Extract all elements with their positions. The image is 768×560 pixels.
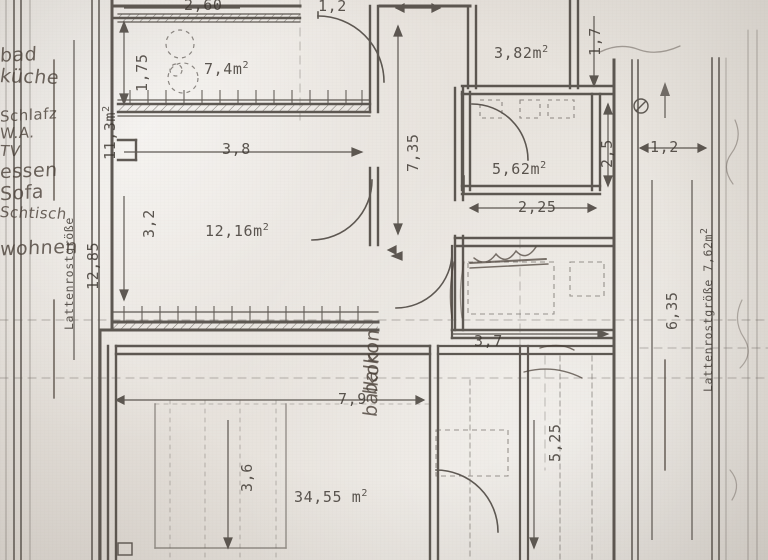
balcony-right-faint [725, 29, 758, 560]
door-swing-upper-right [317, 11, 385, 83]
bad-walls [460, 0, 616, 96]
building-outer-walls [98, 0, 616, 560]
furniture-dashed-boxes [435, 261, 605, 477]
dim-bad-height: 1,7 [586, 27, 604, 56]
lower-right-dashed [469, 355, 593, 560]
area-bad: 3,82m2 [494, 44, 549, 62]
wall-hatch-fills [112, 14, 378, 330]
dim-kueche-width: 2,25 [518, 198, 557, 216]
area-mid-left-room: 12,16m2 [205, 222, 270, 240]
balcony-right-rails [631, 57, 720, 560]
symbol-arrow-topright [660, 82, 670, 118]
dim-1-2-top: 1,2 [318, 0, 347, 15]
lower-right-rooms [436, 344, 616, 560]
dim-balcony-right-length: 6,35 [663, 291, 681, 330]
dim-wohnen-width: 7,9 [338, 390, 367, 408]
bath-fixtures [165, 29, 199, 94]
annotation-schlafz-struck: Schlafz [0, 104, 58, 126]
label-essen: essen [0, 158, 59, 184]
dim-2-60: 2,60 [184, 0, 223, 14]
dim-3-8: 3,8 [222, 140, 251, 158]
annotation-sofa: Sofa [0, 180, 45, 206]
symbol-circle-topright [633, 98, 649, 114]
kueche-walls [460, 90, 602, 196]
dim-right-1-2: 1,2 [650, 138, 679, 156]
annotation-wa: W.A. [0, 123, 36, 143]
dim-wohnen-height: 3,6 [238, 463, 256, 492]
wohnen-corner-stub [117, 542, 133, 556]
door-swing-wohnen [435, 469, 499, 533]
balcony-left-faint [5, 0, 31, 560]
door-swing-kueche [471, 103, 529, 161]
annotation-tv: TV [0, 141, 22, 161]
area-room-top-left: 7,4m2 [204, 60, 250, 78]
dim-essen-height: 5,25 [546, 423, 564, 462]
dimension-lines [73, 3, 708, 550]
window-mullions [123, 90, 363, 322]
dim-essen-width: 3,7 [474, 332, 503, 350]
label-lattenrost-left: Lattenrostgröße [62, 217, 76, 330]
area-wohnen: 34,55 m2 [294, 488, 369, 506]
wohnen-walls [106, 344, 440, 560]
kueche-fixtures [479, 99, 575, 119]
door-swing-mid [311, 179, 373, 241]
wall-essen-bottom [450, 328, 616, 340]
label-wohnen: wohnen [0, 235, 79, 261]
wohnen-floor-hints [154, 399, 431, 560]
wall-essen-top [453, 236, 616, 248]
area-kueche: 5,62m2 [492, 160, 547, 178]
wohnen-inner-box [154, 403, 287, 549]
door-swing-essen [395, 251, 453, 309]
